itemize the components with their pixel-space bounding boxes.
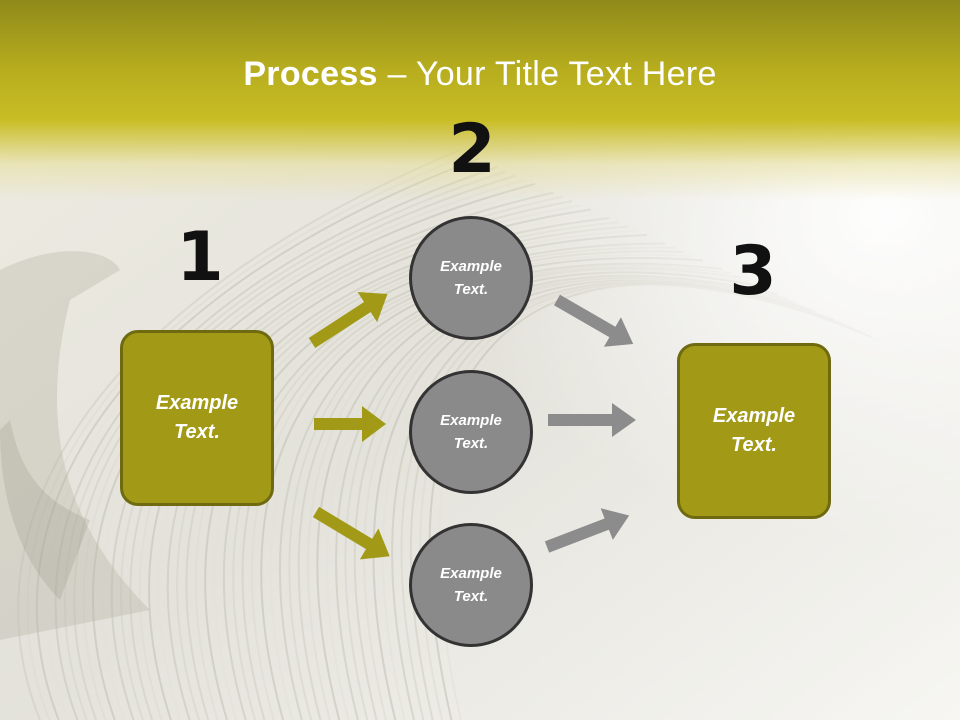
- step-number-1: 1: [176, 218, 224, 297]
- process-circle-top[interactable]: Example Text.: [409, 216, 533, 340]
- title-bold: Process: [243, 55, 378, 93]
- right-process-box[interactable]: Example Text.: [677, 343, 831, 519]
- left-process-box[interactable]: Example Text.: [120, 330, 274, 506]
- process-circle-bottom[interactable]: Example Text.: [409, 523, 533, 647]
- process-circle-middle[interactable]: Example Text.: [409, 370, 533, 494]
- title-banner: [0, 0, 960, 200]
- step-number-3: 3: [729, 232, 777, 311]
- slide-title: Process – Your Title Text Here: [0, 52, 960, 96]
- title-rest: – Your Title Text Here: [377, 55, 717, 93]
- step-number-2: 2: [448, 110, 496, 189]
